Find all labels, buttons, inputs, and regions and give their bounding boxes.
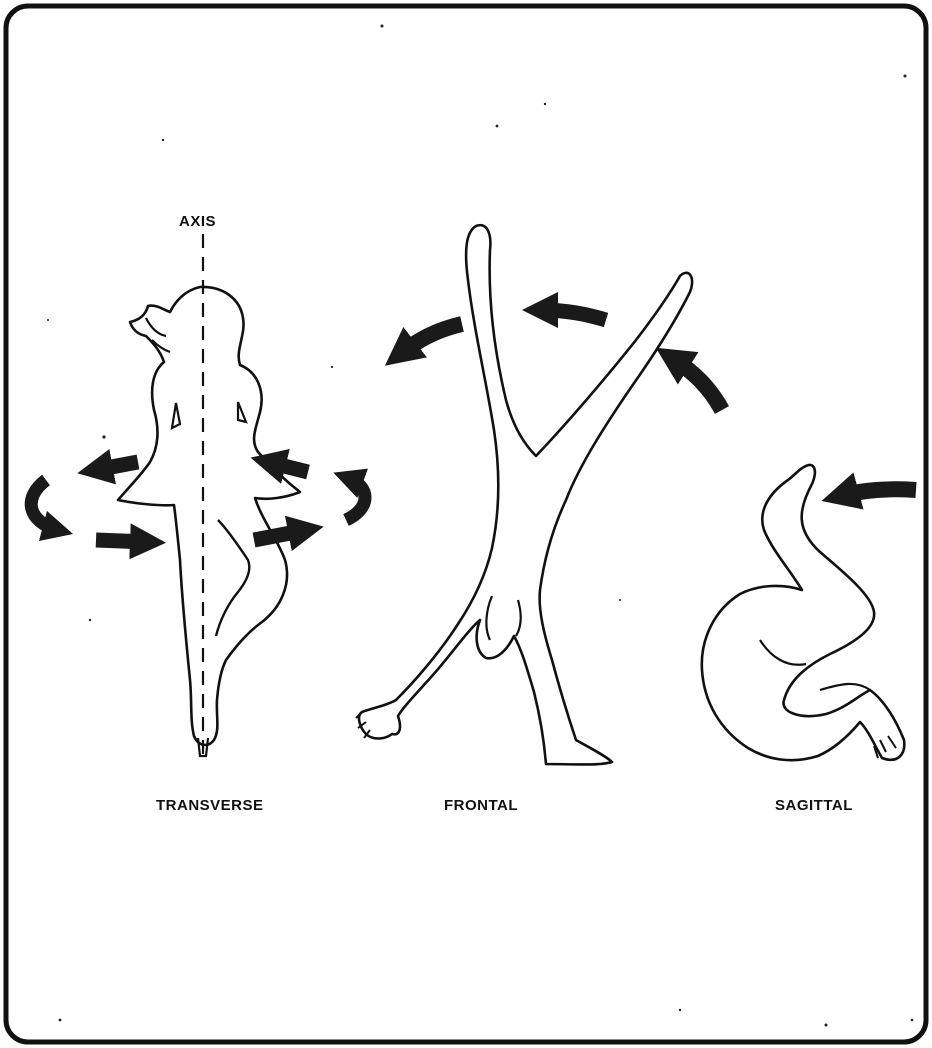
arrow-upper-right: [268, 462, 308, 472]
arrow-sagittal: [840, 489, 916, 496]
transverse-label: TRANSVERSE: [156, 797, 264, 814]
frontal-label: FRONTAL: [444, 797, 518, 814]
arrow-upper-left: [95, 462, 138, 470]
axis-label: AXIS: [179, 213, 216, 230]
diagram-border: [6, 6, 926, 1042]
sagittal-label: SAGITTAL: [775, 797, 853, 814]
sagittal-rotation-arrows: [840, 489, 916, 496]
arrow-lower-right: [254, 530, 306, 540]
arrow-lower-left: [96, 540, 148, 542]
